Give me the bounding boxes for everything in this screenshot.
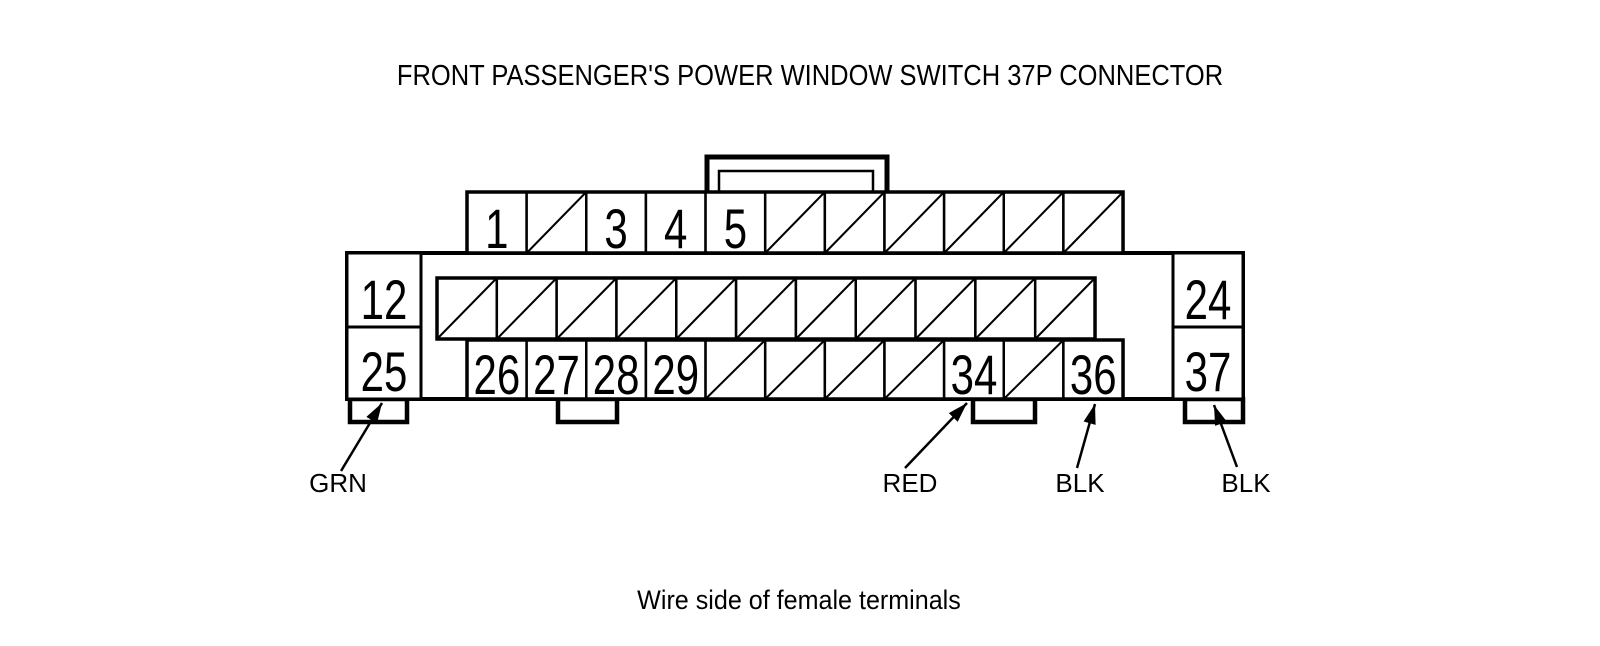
grn-arrow [339, 402, 384, 472]
hatch-line [1004, 340, 1064, 399]
hatch-line [556, 278, 617, 339]
hatch-line [796, 278, 856, 339]
row-outline [465, 338, 1125, 401]
pin-cell [585, 190, 648, 255]
connector-latch-inner [717, 169, 875, 193]
hatch-line [884, 340, 944, 399]
pin-number-28: 28 [593, 344, 640, 406]
diagram-title: FRONT PASSENGER'S POWER WINDOW SWITCH 37… [397, 58, 1223, 91]
hatch-line [884, 192, 944, 253]
hatch-line [1035, 278, 1095, 339]
pin-cell [585, 338, 648, 401]
row-outline [465, 190, 1125, 255]
hatch-line [616, 278, 676, 339]
pin-number-36: 36 [1070, 344, 1117, 406]
hatch-line [676, 278, 736, 339]
hatch-line [736, 278, 796, 339]
pin-cell-24 [1171, 251, 1245, 329]
red-arrow [904, 402, 968, 469]
hatch-line [825, 192, 885, 253]
wire-label-blk-2: BLK [1221, 468, 1271, 498]
hatch-line [765, 340, 825, 399]
wire-label-blk-1: BLK [1055, 468, 1105, 498]
hatch-line [765, 192, 825, 253]
blk-arrow-2 [1212, 404, 1239, 468]
middle-row [435, 276, 1097, 341]
hatch-line [944, 192, 1004, 253]
pin-cell-25 [345, 325, 423, 401]
pin-number-24: 24 [1185, 269, 1232, 331]
connector-latch-outer [704, 154, 890, 193]
hatch-line [856, 278, 916, 339]
pin-number-29: 29 [652, 344, 699, 406]
pin-number-27: 27 [533, 344, 580, 406]
wire-label-grn: GRN [309, 468, 367, 498]
pin-number-34: 34 [951, 344, 998, 406]
hatch-line [915, 278, 976, 339]
wire-callouts: GRN RED BLK BLK [309, 402, 1271, 498]
pin-number-26: 26 [473, 344, 520, 406]
wire-label-red: RED [883, 468, 938, 498]
hatch-line [705, 340, 765, 399]
pin-number-25: 25 [361, 341, 408, 403]
pin-number-37: 37 [1185, 341, 1232, 403]
hatch-line [437, 278, 497, 339]
hatch-line [1063, 192, 1123, 253]
hatch-line [1004, 192, 1064, 253]
pin-cell-37 [1171, 325, 1245, 401]
pin-number-1: 1 [485, 198, 508, 260]
hatch-line [526, 192, 586, 253]
pin-number-12: 12 [361, 269, 408, 331]
diagram-caption: Wire side of female terminals [637, 584, 961, 615]
blk-arrow-1 [1075, 403, 1097, 469]
pin-number-4: 4 [664, 198, 687, 260]
pin-number-3: 3 [604, 198, 627, 260]
hatch-line [975, 278, 1035, 339]
pin-number-5: 5 [724, 198, 747, 260]
hatch-line [825, 340, 885, 399]
hatch-line [497, 278, 557, 339]
